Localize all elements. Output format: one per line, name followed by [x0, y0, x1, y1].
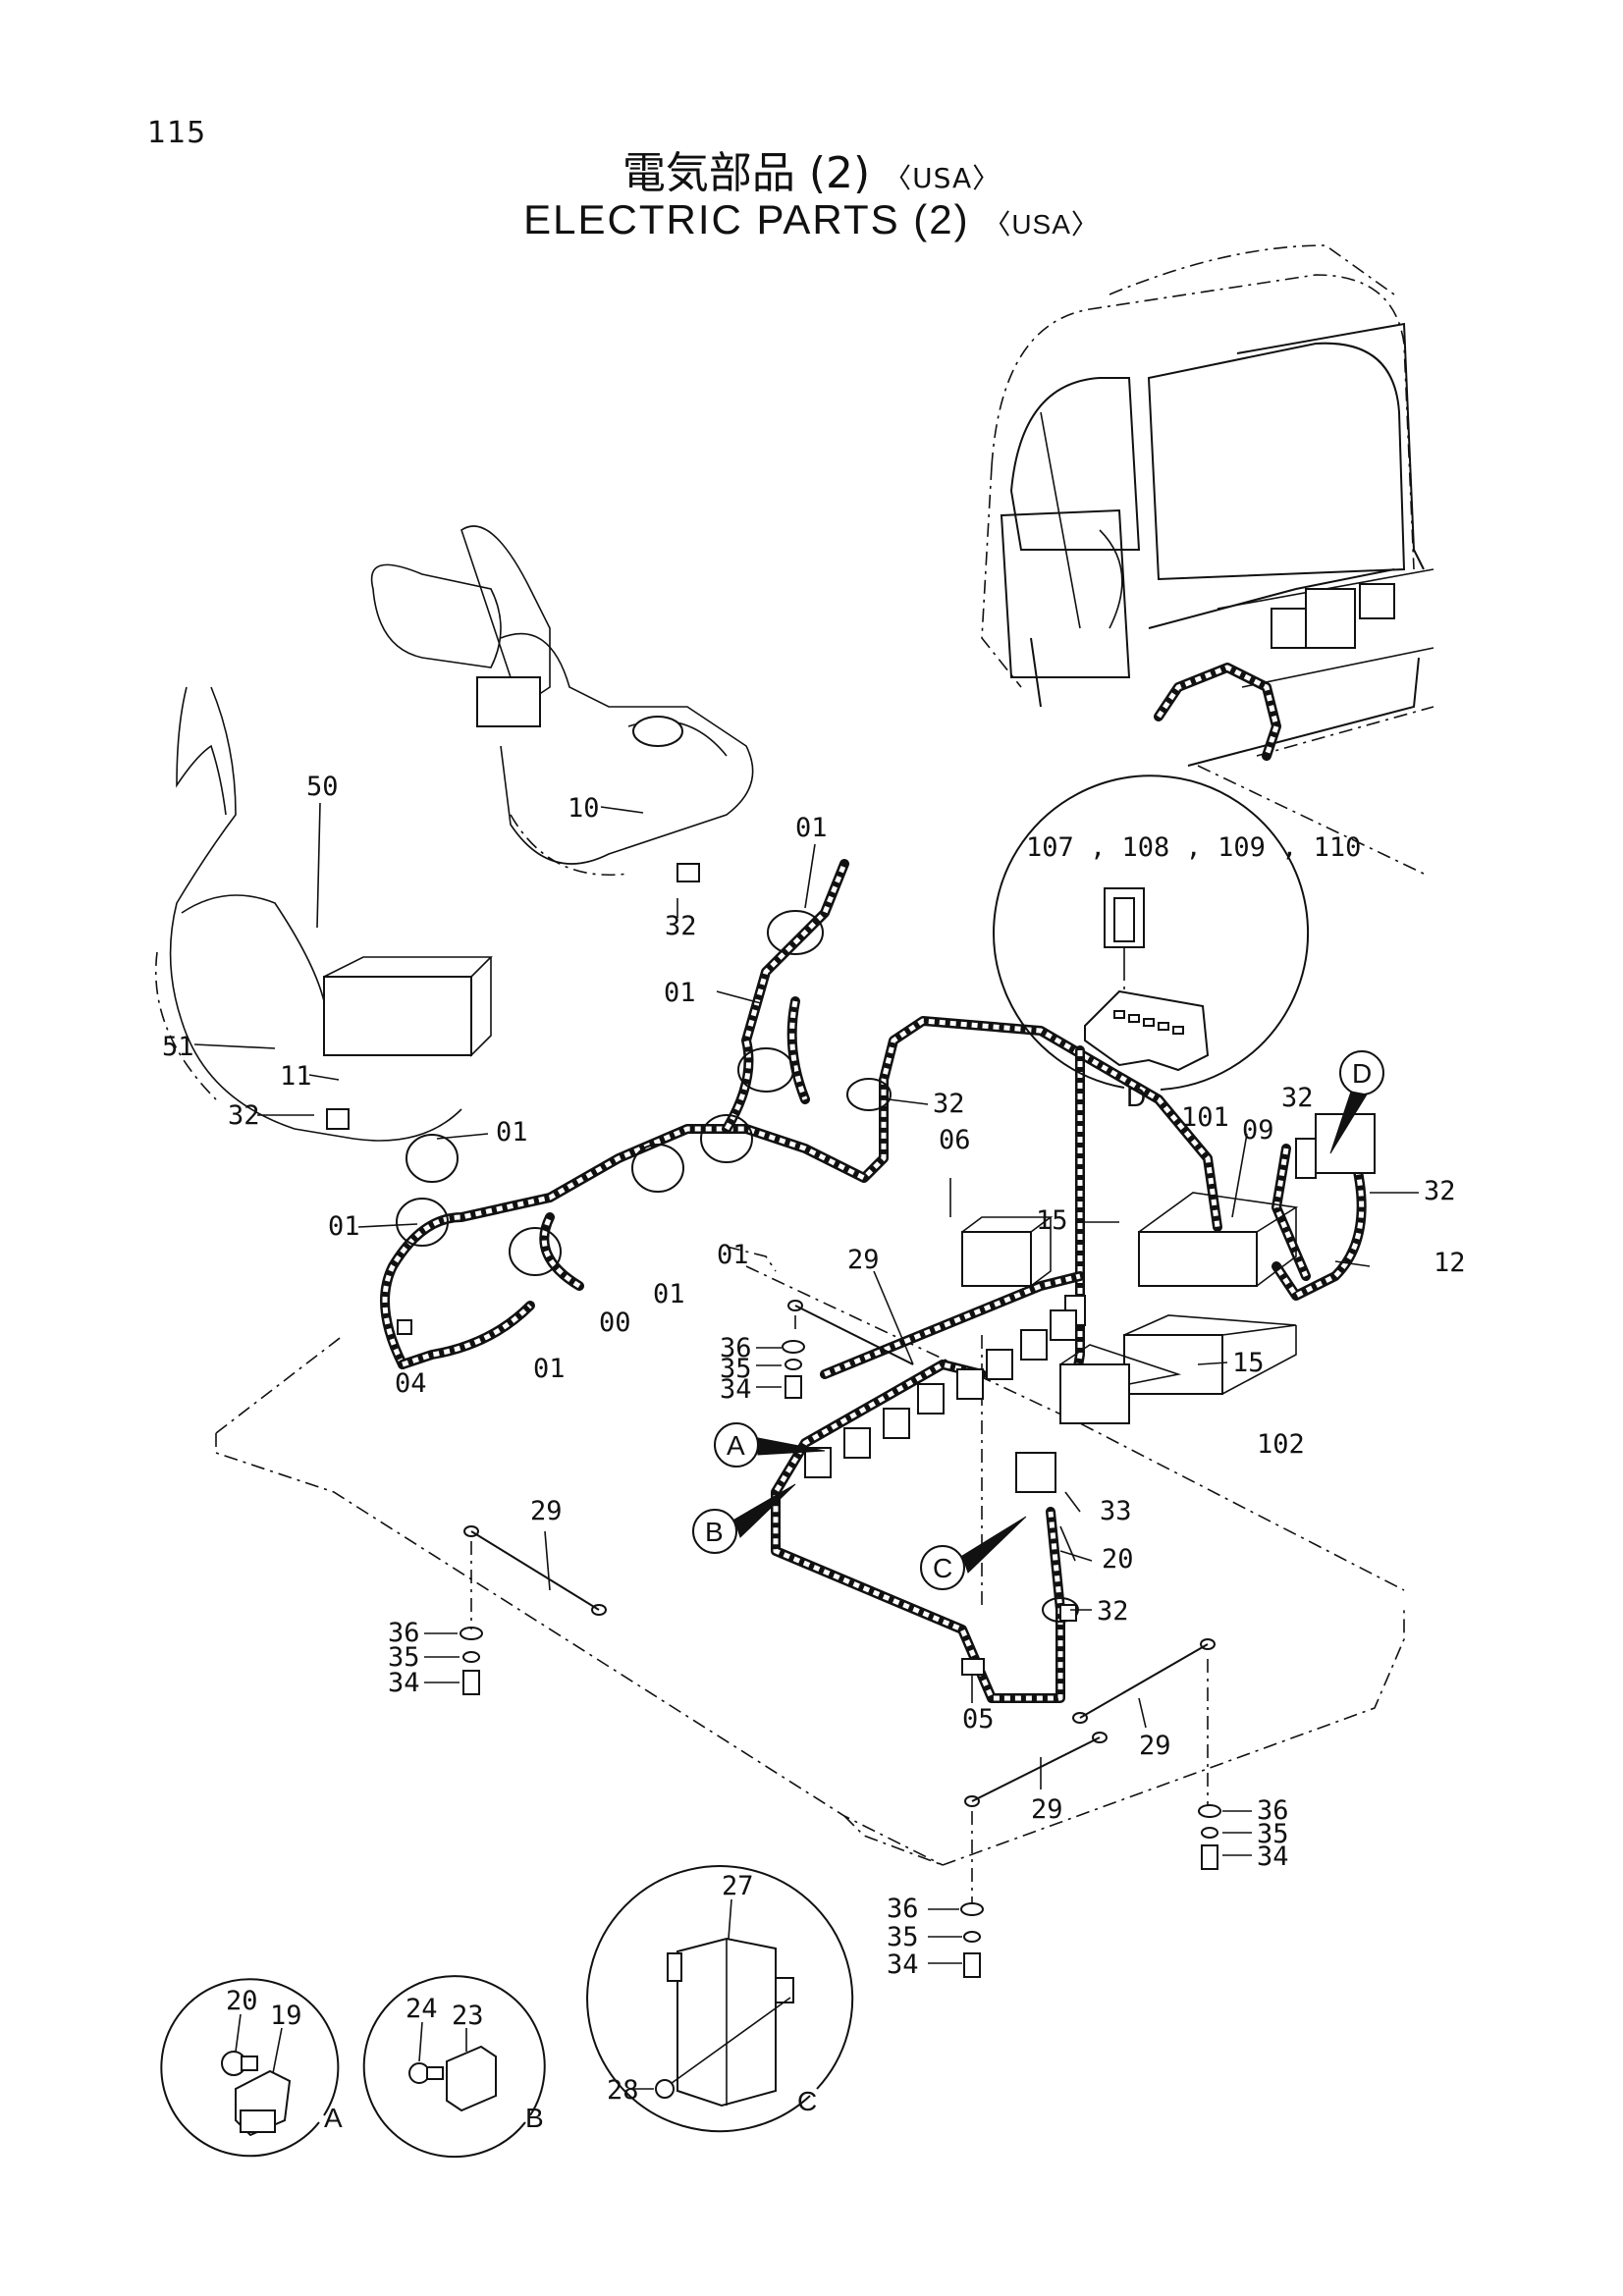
callout-05: 05 [962, 1704, 995, 1735]
callout-34: 34 [720, 1374, 752, 1405]
callout-102: 102 [1257, 1429, 1305, 1460]
callout-51: 51 [162, 1032, 194, 1062]
right-console-illustration [370, 525, 754, 876]
callout-06: 06 [939, 1125, 971, 1155]
callout-35: 35 [720, 1354, 752, 1384]
callout-36: 36 [1257, 1795, 1289, 1826]
callout-01: 01 [717, 1240, 749, 1270]
callout-20: 20 [226, 1986, 258, 2016]
callout-01: 01 [653, 1279, 685, 1309]
detail-a-caption: A [324, 2103, 343, 2133]
callout-34: 34 [388, 1668, 420, 1698]
callout-24: 24 [406, 1994, 438, 2024]
fuse-callout-list: 107 , 108 , 109 , 110 [1026, 832, 1361, 863]
callout-28: 28 [607, 2075, 639, 2106]
detail-letter-a-marker: A [727, 1430, 745, 1461]
callout-32: 32 [1281, 1083, 1314, 1113]
callout-23: 23 [452, 2001, 484, 2031]
detail-letter-d-marker: D [1352, 1058, 1372, 1089]
detail-a-circle [160, 1978, 340, 2158]
detail-marker-b [692, 1509, 737, 1554]
callout-35: 35 [887, 1922, 919, 1952]
callout-32: 32 [933, 1089, 965, 1119]
callout-36: 36 [887, 1894, 919, 1924]
callout-29: 29 [530, 1496, 563, 1526]
callout-15: 15 [1036, 1205, 1068, 1236]
callout-01: 01 [328, 1211, 360, 1242]
callout-36: 36 [720, 1333, 752, 1363]
callout-32: 32 [665, 911, 697, 941]
callout-33: 33 [1100, 1496, 1132, 1526]
callout-34: 34 [887, 1949, 919, 1980]
title-en-region-tag: 〈USA〉 [983, 209, 1100, 240]
callout-01: 01 [533, 1354, 566, 1384]
callout-09: 09 [1242, 1115, 1274, 1146]
detail-marker-c [920, 1545, 965, 1590]
detail-d-fuse [993, 774, 1310, 1091]
detail-b-caption: B [525, 2103, 544, 2133]
title-jp-text: 電気部品 (2) [622, 148, 871, 198]
page-title-english: ELECTRIC PARTS (2) 〈USA〉 [0, 196, 1623, 243]
callout-01: 01 [664, 978, 696, 1008]
callout-36: 36 [388, 1618, 420, 1648]
title-jp-region-tag: 〈USA〉 [884, 162, 1001, 194]
page-number: 115 [147, 116, 207, 150]
callout-27: 27 [722, 1871, 754, 1901]
callout-labels: 50 10 01 32 51 11 32 01 32 01 01 01 01 0… [162, 772, 1466, 2106]
callout-01: 01 [496, 1117, 528, 1148]
base-plate-outline [215, 1246, 1405, 1866]
callout-00: 00 [599, 1308, 631, 1338]
title-en-text: ELECTRIC PARTS (2) [523, 196, 970, 242]
bolt-washer-stacks [460, 1340, 1221, 1978]
callout-29: 29 [847, 1245, 880, 1275]
callout-34: 34 [1257, 1842, 1289, 1872]
left-console-illustration [154, 686, 493, 1142]
cab-illustration [981, 244, 1434, 875]
detail-letters: A B C D D A B C [324, 1058, 1372, 2133]
callout-29: 29 [1139, 1731, 1171, 1761]
callout-15: 15 [1232, 1348, 1265, 1378]
leader-lines [193, 802, 1419, 1964]
relay-row [804, 1309, 1077, 1478]
detail-letter-c-marker: C [933, 1553, 952, 1583]
callout-04: 04 [395, 1368, 427, 1399]
callout-35: 35 [388, 1642, 420, 1673]
callout-19: 19 [270, 2001, 302, 2031]
detail-letter-b-marker: B [705, 1517, 724, 1547]
ground-straps [463, 1300, 1216, 1904]
callout-101: 101 [1181, 1102, 1229, 1133]
callout-32: 32 [1097, 1596, 1129, 1627]
detail-b-circle [362, 1975, 546, 2159]
callout-10: 10 [568, 793, 600, 824]
callout-32: 32 [1424, 1176, 1456, 1206]
detail-c-caption: C [797, 2086, 817, 2116]
detail-d-caption: D [1126, 1082, 1146, 1112]
page-title-japanese: 電気部品 (2) 〈USA〉 [0, 137, 1623, 200]
callout-32: 32 [228, 1100, 260, 1131]
main-harness [380, 859, 1367, 1703]
callout-20: 20 [1102, 1544, 1134, 1575]
callout-35: 35 [1257, 1819, 1289, 1849]
callout-29: 29 [1031, 1794, 1063, 1825]
callout-12: 12 [1434, 1248, 1466, 1278]
harness-clamps [326, 863, 1079, 1676]
callout-50: 50 [306, 772, 339, 802]
detail-pointers [692, 1050, 1384, 1590]
callout-01: 01 [795, 813, 828, 843]
callout-11: 11 [280, 1061, 312, 1092]
detail-c-circle [586, 1865, 854, 2133]
